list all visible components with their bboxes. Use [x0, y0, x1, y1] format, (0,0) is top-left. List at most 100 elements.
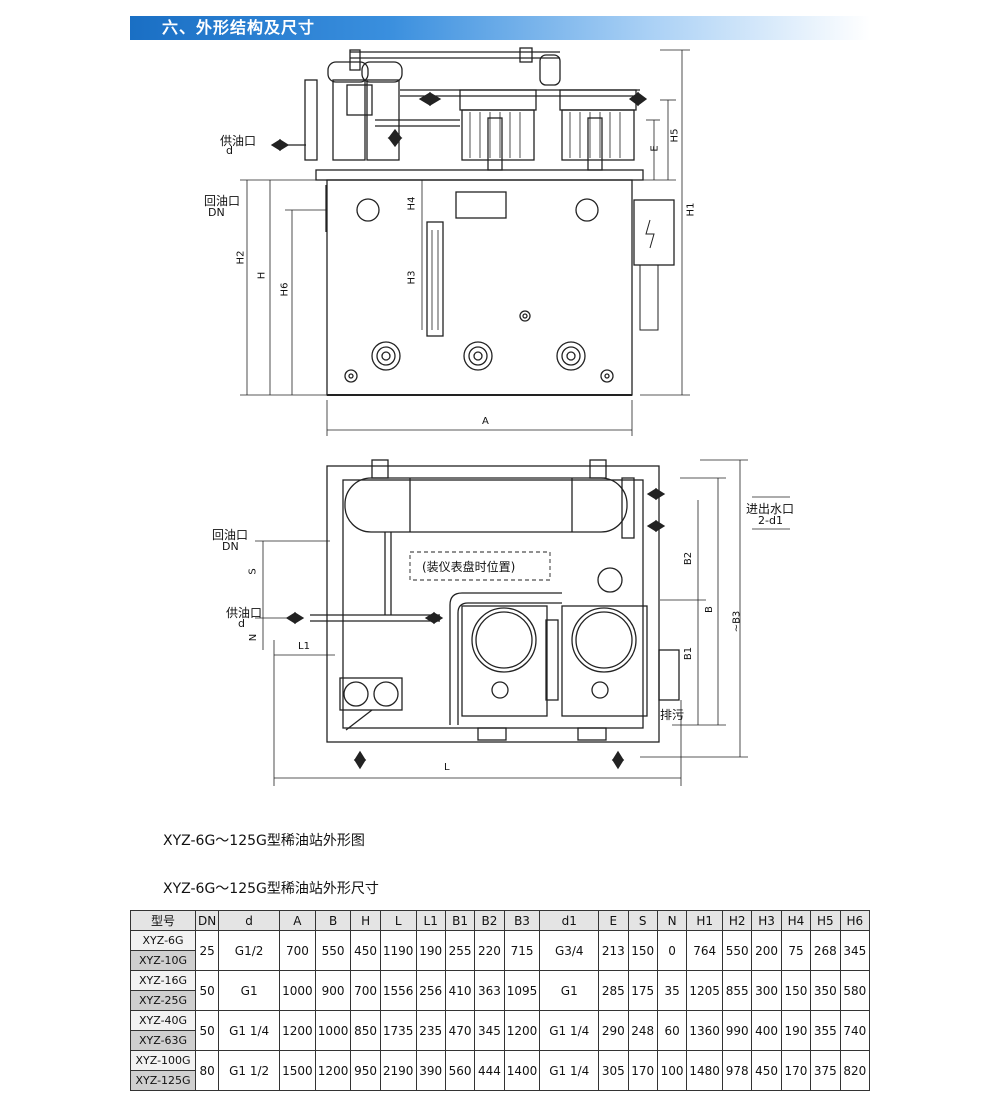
table-header-cell: H6 — [839, 910, 871, 931]
value-cell: G1 — [218, 970, 281, 1011]
dim-label-H5: H5 — [669, 128, 681, 143]
table-header-cell: H4 — [780, 910, 812, 931]
value-cell: 1000 — [314, 1010, 352, 1051]
value-cell: 550 — [721, 930, 753, 971]
value-cell: 1556 — [379, 970, 417, 1011]
value-cell: 1735 — [379, 1010, 417, 1051]
drain-label: 排污 — [660, 708, 685, 722]
gauge-panel-label: (装仪表盘时位置) — [422, 560, 516, 574]
value-cell: 256 — [415, 970, 446, 1011]
value-cell: 1360 — [686, 1010, 723, 1051]
top-supply-sub-label: d — [238, 617, 245, 630]
table-header-cell: H — [350, 910, 381, 931]
table-caption: XYZ-6G～125G型稀油站外形尺寸 — [163, 881, 379, 897]
water-port-sub-label: 2-d1 — [758, 514, 783, 527]
value-cell: 35 — [656, 970, 688, 1011]
value-cell: 740 — [839, 1010, 871, 1051]
top-return-sub-label: DN — [222, 540, 239, 553]
model-cell: XYZ-25G — [129, 990, 197, 1011]
value-cell: 255 — [444, 930, 476, 971]
table-header-cell: L — [379, 910, 417, 931]
value-cell: G1 — [539, 970, 600, 1011]
value-cell: 1200 — [279, 1010, 316, 1051]
section-header-bar — [130, 16, 870, 40]
value-cell: 50 — [195, 1010, 220, 1051]
dim-label-B3: ~B3 — [731, 610, 743, 633]
value-cell: 950 — [350, 1050, 381, 1091]
drawing-caption: XYZ-6G～125G型稀油站外形图 — [163, 833, 365, 849]
value-cell: 1000 — [279, 970, 316, 1011]
value-cell: G3/4 — [539, 930, 600, 971]
model-cell: XYZ-40G — [129, 1010, 197, 1031]
value-cell: 345 — [839, 930, 871, 971]
value-cell: 764 — [686, 930, 723, 971]
model-cell: XYZ-63G — [129, 1030, 197, 1051]
table-header-cell: E — [598, 910, 629, 931]
dim-label-A: A — [482, 416, 489, 427]
value-cell: 355 — [810, 1010, 841, 1051]
value-cell: 700 — [279, 930, 316, 971]
value-cell: 444 — [474, 1050, 505, 1091]
table-header-cell: B2 — [474, 910, 505, 931]
table-row: XYZ-10G — [129, 950, 870, 971]
table-header-cell: H3 — [751, 910, 782, 931]
value-cell: 290 — [598, 1010, 629, 1051]
front-supply-port-label: 供油口 — [220, 134, 257, 148]
value-cell: G1/2 — [218, 930, 281, 971]
value-cell: 220 — [474, 930, 505, 971]
value-cell: 450 — [350, 930, 381, 971]
value-cell: 990 — [721, 1010, 753, 1051]
value-cell: 375 — [810, 1050, 841, 1091]
value-cell: 268 — [810, 930, 841, 971]
value-cell: 60 — [656, 1010, 688, 1051]
value-cell: 1200 — [503, 1010, 541, 1051]
value-cell: 820 — [839, 1050, 871, 1091]
value-cell: 190 — [780, 1010, 812, 1051]
value-cell: 850 — [350, 1010, 381, 1051]
value-cell: 978 — [721, 1050, 753, 1091]
value-cell: 560 — [444, 1050, 476, 1091]
value-cell: 150 — [627, 930, 658, 971]
front-return-sub-label: DN — [208, 206, 225, 219]
value-cell: 450 — [751, 1050, 782, 1091]
table-header-cell: DN — [195, 910, 220, 931]
front-view-drawing — [240, 47, 690, 436]
table-header-cell: L1 — [415, 910, 446, 931]
model-cell: XYZ-6G — [129, 930, 197, 951]
table-header-cell: B1 — [444, 910, 476, 931]
dim-label-L: L — [444, 762, 450, 773]
value-cell: 190 — [415, 930, 446, 971]
dim-label-H4: H4 — [406, 196, 418, 211]
value-cell: 1500 — [279, 1050, 316, 1091]
value-cell: 25 — [195, 930, 220, 971]
table-header-cell: H5 — [810, 910, 841, 931]
dim-label-H1: H1 — [685, 202, 697, 217]
section-title: 六、外形结构及尺寸 — [162, 18, 316, 37]
value-cell: 550 — [314, 930, 352, 971]
value-cell: 170 — [780, 1050, 812, 1091]
value-cell: G1 1/4 — [539, 1010, 600, 1051]
value-cell: 0 — [656, 930, 688, 971]
value-cell: 100 — [656, 1050, 688, 1091]
table-header-cell: d1 — [539, 910, 600, 931]
value-cell: 390 — [415, 1050, 446, 1091]
table-header-cell: H2 — [721, 910, 753, 931]
table-header-cell: B3 — [503, 910, 541, 931]
value-cell: 75 — [780, 930, 812, 971]
value-cell: 2190 — [379, 1050, 417, 1091]
dim-label-E: E — [649, 145, 661, 152]
value-cell: 305 — [598, 1050, 629, 1091]
dim-label-H: H — [256, 271, 268, 280]
value-cell: 213 — [598, 930, 629, 971]
dim-label-B: B — [703, 606, 715, 613]
value-cell: 855 — [721, 970, 753, 1011]
value-cell: 235 — [415, 1010, 446, 1051]
value-cell: 580 — [839, 970, 871, 1011]
model-cell: XYZ-16G — [129, 970, 197, 991]
value-cell: 1095 — [503, 970, 541, 1011]
model-cell: XYZ-10G — [129, 950, 197, 971]
dim-label-L1: L1 — [298, 641, 310, 652]
table-header-cell: 型号 — [129, 910, 197, 931]
